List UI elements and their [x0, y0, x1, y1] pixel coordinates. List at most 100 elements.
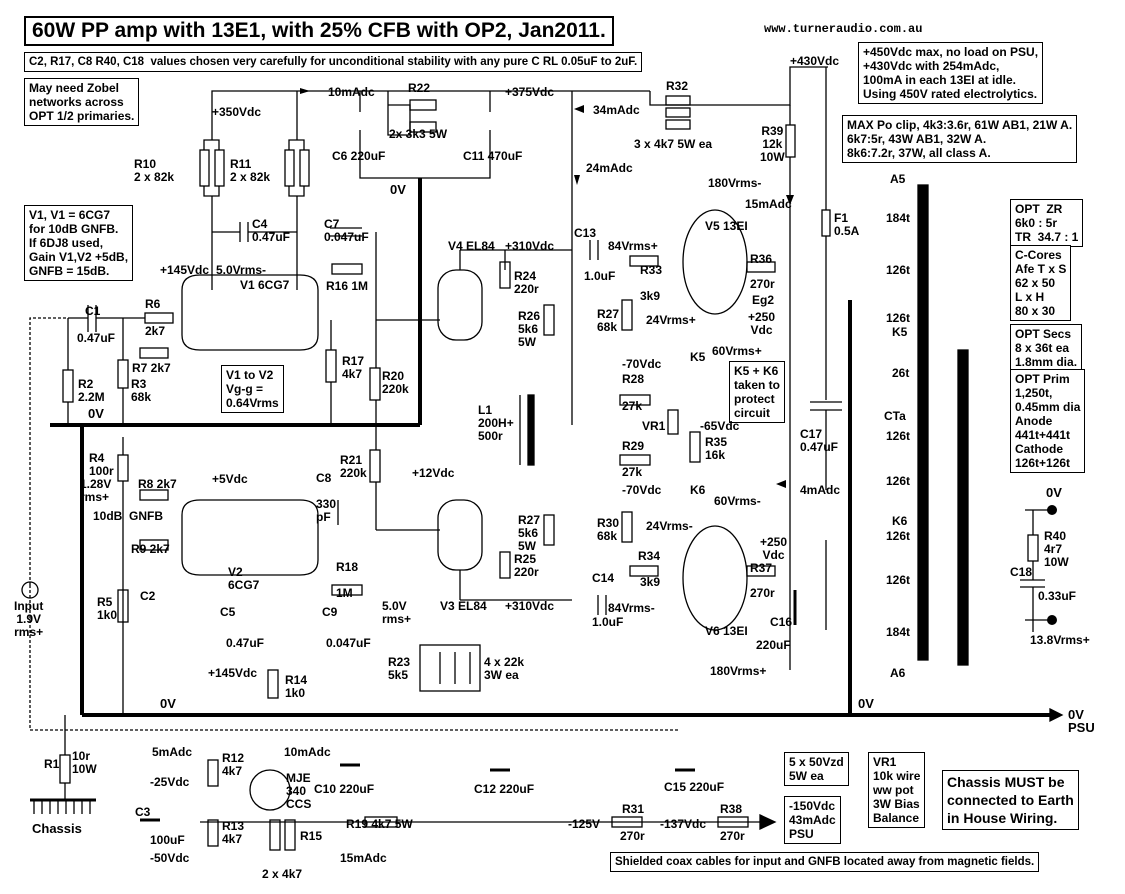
- label-c15: C15 220uF: [664, 780, 725, 794]
- shielded-cable-note: Shielded coax cables for input and GNFB …: [610, 852, 1040, 872]
- label-c14-value: 1.0uF: [592, 615, 624, 629]
- label-r18: R18 1M: [336, 560, 359, 600]
- label-r36: R36: [750, 252, 773, 266]
- label-12vdc: +12Vdc: [412, 466, 455, 480]
- label-24vrms-plus: 24Vrms+: [646, 313, 696, 327]
- label-c3: C3: [135, 805, 151, 819]
- schematic-title: 60W PP amp with 13E1, with 25% CFB with …: [24, 16, 614, 46]
- label-4madc: 4mAdc: [800, 483, 841, 497]
- label-r40: R40 4r7 10W: [1044, 529, 1069, 569]
- label-26t: 26t: [892, 366, 910, 380]
- label-r1: R1: [44, 757, 60, 771]
- label-34madc: 34mAdc: [593, 103, 640, 117]
- label-r25: R25 220r: [514, 552, 539, 579]
- label-c3-value: 100uF: [150, 833, 185, 847]
- label-c1: C1: [85, 304, 101, 318]
- label-5vrms-minus: 5.0Vrms-: [216, 263, 267, 277]
- label-r28: R28: [622, 372, 645, 386]
- label-c9: C9: [322, 605, 338, 619]
- label-chassis: Chassis: [32, 821, 82, 836]
- label-r15-value: 2 x 4k7: [262, 867, 303, 881]
- label-c14: C14: [592, 571, 615, 585]
- label-126t-1: 126t: [886, 263, 911, 277]
- label-r14: R14 1k0: [285, 673, 308, 700]
- label-0v-bottom: 0V: [160, 696, 176, 711]
- label-r29: R29: [622, 439, 645, 453]
- label-r35: R35 16k: [705, 435, 728, 462]
- label-70vdc-top: -70Vdc: [622, 357, 662, 371]
- label-r7: R7 2k7: [132, 361, 171, 375]
- label-r33-value: 3k9: [640, 289, 661, 303]
- label-375vdc: +375Vdc: [505, 85, 555, 99]
- label-c9-value: 0.047uF: [326, 636, 371, 650]
- psu-negative-note: -150Vdc 43mAdc PSU: [784, 796, 841, 844]
- label-0v-bottom-right: 0V: [858, 696, 874, 711]
- label-r29-value: 27k: [622, 465, 643, 479]
- label-c8: C8 330 pF: [316, 471, 337, 524]
- label-c13-value: 1.0uF: [584, 269, 616, 283]
- label-c18-value: 0.33uF: [1038, 589, 1077, 603]
- label-r10: R10 2 x 82k: [134, 157, 175, 184]
- label-minus-125v: -125V: [568, 817, 601, 831]
- label-r11: R11 2 x 82k: [230, 157, 271, 184]
- opt-prim-note: OPT Prim 1,250t, 0.45mm dia Anode 441t+4…: [1010, 369, 1086, 473]
- label-v2: V2 6CG7: [228, 565, 260, 592]
- label-r22: R22: [408, 81, 431, 95]
- label-c11: C11 470uF: [463, 149, 523, 163]
- label-l1: L1 200H+ 500r: [478, 403, 514, 443]
- v1-tube-note: V1, V1 = 6CG7 for 10dB GNFB. If 6DJ8 use…: [24, 205, 134, 281]
- label-r16: R16 1M: [326, 279, 369, 293]
- label-r17: R17 4k7: [342, 354, 365, 381]
- label-r9: R9 2k7: [131, 542, 170, 556]
- label-r30: R30 68k: [597, 516, 620, 543]
- label-c12: C12 220uF: [474, 782, 535, 796]
- label-c6: C6 220uF: [332, 149, 386, 163]
- label-126t-3: 126t: [886, 429, 911, 443]
- label-0v-psu: 0V PSU: [1068, 707, 1095, 735]
- label-c4: C4 0.47uF: [252, 217, 291, 244]
- label-0v-output: 0V: [1046, 485, 1062, 500]
- vr1-note: VR1 10k wire ww pot 3W Bias Balance: [868, 752, 926, 828]
- label-250vdc-top: +250 Vdc: [748, 310, 776, 337]
- label-15madc: 15mAdc: [745, 197, 792, 211]
- label-v4: V4 EL84: [448, 239, 495, 253]
- label-0v-left: 0V: [88, 406, 104, 421]
- max-po-note: MAX Po clip, 4k3:3.6r, 61W AB1, 21W A. 6…: [842, 115, 1078, 163]
- label-5vrms-plus: 5.0V rms+: [382, 599, 412, 626]
- label-r12: R12 4k7: [222, 751, 245, 778]
- label-r38-value: 270r: [720, 829, 745, 843]
- label-70vdc-bottom: -70Vdc: [622, 483, 662, 497]
- label-mje340-ccs: MJE 340 CCS: [286, 771, 312, 811]
- label-r34: R34: [638, 549, 661, 563]
- label-350vdc: +350Vdc: [212, 105, 262, 119]
- opt-secs-note: OPT Secs 8 x 36t ea 1.8mm dia.: [1010, 324, 1083, 372]
- label-184t-top: 184t: [886, 211, 911, 225]
- label-minus-25vdc: -25Vdc: [150, 775, 190, 789]
- label-v1: V1 6CG7: [240, 278, 290, 292]
- label-r6: R6: [145, 297, 161, 311]
- website-url: www.turneraudio.com.au: [764, 22, 923, 36]
- label-k5-right: K5: [892, 325, 908, 339]
- label-126t-6: 126t: [886, 573, 911, 587]
- zobel-note: May need Zobel networks across OPT 1/2 p…: [24, 78, 140, 126]
- label-gnfb: 10dB GNFB: [93, 509, 164, 523]
- label-145vdc-top: +145Vdc: [160, 263, 210, 277]
- label-eg2: Eg2: [752, 293, 775, 307]
- label-r21: R21 220k: [340, 453, 367, 480]
- label-5vdc: +5Vdc: [212, 472, 248, 486]
- label-r37-value: 270r: [750, 586, 775, 600]
- label-cta: CTa: [884, 409, 906, 423]
- label-r36-value: 270r: [750, 277, 775, 291]
- label-24vrms-minus: 24Vrms-: [646, 519, 693, 533]
- label-v6: V6 13EI: [705, 624, 748, 638]
- label-310vdc-bottom: +310Vdc: [505, 599, 555, 613]
- label-84vrms-plus: 84Vrms+: [608, 239, 658, 253]
- label-r26: R26 5k6 5W: [518, 309, 541, 349]
- label-r31-value: 270r: [620, 829, 645, 843]
- label-c7: C7 0.047uF: [324, 217, 369, 244]
- label-c5: C5: [220, 605, 236, 619]
- label-r37: R37: [750, 561, 773, 575]
- label-minus-137vdc: -137Vdc: [660, 817, 707, 831]
- label-r23: R23 5k5: [388, 655, 411, 682]
